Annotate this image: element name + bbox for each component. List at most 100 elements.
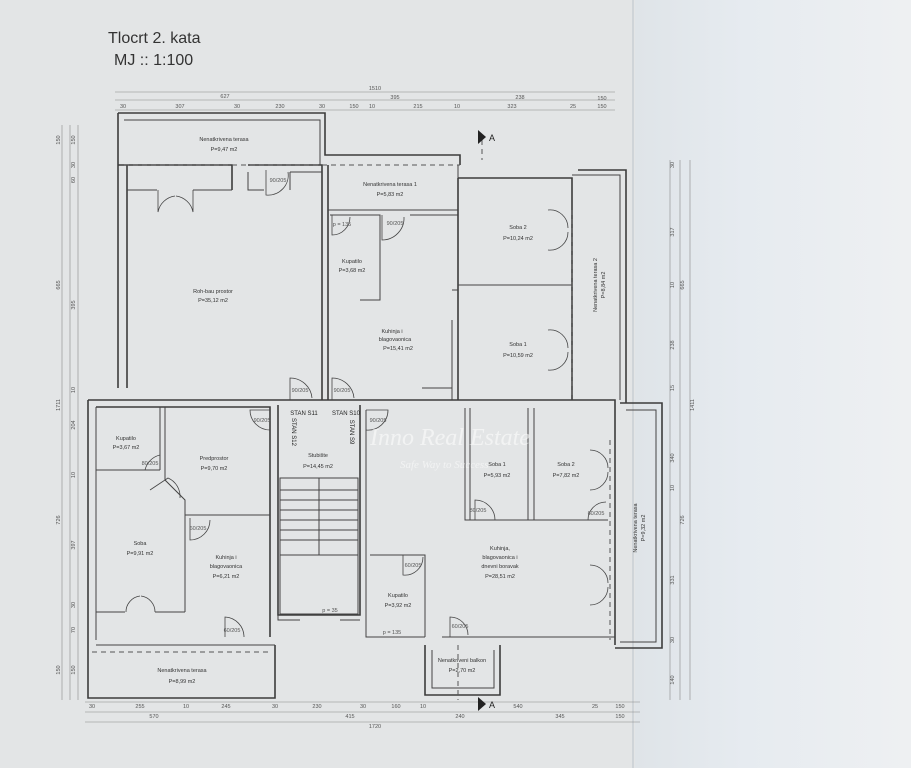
dim-label: 726 xyxy=(56,515,62,524)
room-name: Soba 1 xyxy=(488,462,505,468)
room-name: Nenatkrivena terasa 2 xyxy=(593,258,599,312)
dim-label: 230 xyxy=(312,704,321,710)
room-area: P=15,41 m2 xyxy=(383,346,413,352)
dim-label: 395 xyxy=(71,300,77,309)
door-tag: 90/205 xyxy=(387,221,404,227)
door-icon xyxy=(331,215,351,236)
room-name: Kupatilo xyxy=(116,436,136,442)
room-area: P=3,67 m2 xyxy=(113,445,140,451)
room-name: Kupatilo xyxy=(342,259,362,265)
room-name: Roh-bau prostor xyxy=(193,289,233,295)
dim-label: 726 xyxy=(680,515,686,524)
room-name: Kuhinja, xyxy=(490,546,510,552)
dim-label: 340 xyxy=(670,453,676,462)
door-icon xyxy=(224,616,245,638)
section-label: A xyxy=(489,133,495,143)
doors xyxy=(125,170,609,638)
door-tag: 90/205 xyxy=(270,178,287,184)
door-icon xyxy=(449,616,469,637)
door-tag: p = 135 xyxy=(383,630,402,636)
dim-label: 415 xyxy=(345,714,354,720)
room-name: blagovaonica i xyxy=(482,555,517,561)
double-door-icon xyxy=(589,564,609,606)
door-tag: 60/205 xyxy=(588,511,605,517)
section-label: A xyxy=(489,700,495,710)
room-area: P=5,83 m2 xyxy=(377,192,404,198)
dim-label: 317 xyxy=(670,227,676,236)
room-area: P=3,68 m2 xyxy=(339,268,366,274)
dim-label: 150 xyxy=(71,665,77,674)
plan-title: Tlocrt 2. kata MJ :: 1:100 xyxy=(108,28,200,72)
room-name: Nenatkriveni balkon xyxy=(438,658,486,664)
room-name: Stubište xyxy=(308,453,328,459)
room-area: P=7,82 m2 xyxy=(553,473,580,479)
dim-label: 150 xyxy=(597,96,606,102)
door-tag: 60/205 xyxy=(405,563,422,569)
dim-label: 150 xyxy=(615,704,624,710)
room-name: Soba 1 xyxy=(509,342,526,348)
paper-fold xyxy=(632,0,634,768)
door-icon xyxy=(474,499,496,521)
dim-label: 150 xyxy=(71,135,77,144)
room-area: P=6,21 m2 xyxy=(213,574,240,580)
door-tag: 90/205 xyxy=(292,388,309,394)
room-name: Soba 2 xyxy=(509,225,526,231)
dim-label: 30 xyxy=(272,704,278,710)
dim-label: 1720 xyxy=(369,724,381,730)
dim-label: 255 xyxy=(135,704,144,710)
dim-label: 240 xyxy=(455,714,464,720)
dimensions-top: 627 1510 395 238 150 30 307 30 230 30 15… xyxy=(120,86,607,110)
double-door-icon xyxy=(157,190,194,213)
section-marker-bottom: A xyxy=(478,697,495,711)
door-tag: 90/205 xyxy=(334,388,351,394)
dim-label: 307 xyxy=(175,104,184,110)
room-name: Predprostor xyxy=(200,456,229,462)
door-tag: p = 135 xyxy=(333,222,352,228)
dim-label: 15 xyxy=(670,385,676,391)
apartment-labels: STAN S11 STAN S10 STAN S12 STAN S9 xyxy=(290,411,361,447)
dim-label: 10 xyxy=(71,387,77,393)
room-labels-lower: Kupatilo P=3,67 m2 Predprostor P=9,70 m2… xyxy=(113,436,647,685)
dim-label: 140 xyxy=(670,675,676,684)
room-name: dnevni boravak xyxy=(481,564,519,570)
walls-lower xyxy=(87,140,663,700)
stan-label: STAN S10 xyxy=(332,411,361,417)
walls-upper xyxy=(117,112,627,403)
dim-label: 204 xyxy=(71,420,77,429)
dim-label: 10 xyxy=(183,704,189,710)
dim-label: 25 xyxy=(592,704,598,710)
room-area: P=35,12 m2 xyxy=(198,298,228,304)
door-tag: 60/205 xyxy=(190,526,207,532)
room-area: P=28,51 m2 xyxy=(485,574,515,580)
watermark-subtext: Safe Way to Success xyxy=(400,459,489,471)
door-icon xyxy=(249,409,271,431)
door-icon xyxy=(365,409,389,431)
dim-label: 10 xyxy=(71,472,77,478)
room-area: P=9,32 m2 xyxy=(641,515,647,542)
door-icon xyxy=(381,215,405,241)
double-door-icon xyxy=(589,449,609,491)
stan-label: STAN S12 xyxy=(290,418,296,447)
door-icon xyxy=(402,555,424,576)
room-name: Nenatkrivena terasa 1 xyxy=(363,182,417,188)
section-marker-top: A xyxy=(478,130,495,144)
door-tag: 90/205 xyxy=(254,418,271,424)
dim-label: 30 xyxy=(71,162,77,168)
room-area: P=9,47 m2 xyxy=(211,147,238,153)
door-icon xyxy=(149,477,181,499)
dimensions-bottom: 30 255 10 245 30 230 30 160 10 540 25 15… xyxy=(89,704,625,730)
section-arrow-icon xyxy=(478,697,486,711)
door-tag: 80/205 xyxy=(470,508,487,514)
door-icon xyxy=(289,377,313,400)
dim-label: 150 xyxy=(56,665,62,674)
dim-label: 627 xyxy=(220,94,229,100)
staircase xyxy=(279,477,359,615)
dim-label: 10 xyxy=(454,104,460,110)
stan-label: STAN S11 xyxy=(290,411,318,417)
door-tag: 60/205 xyxy=(452,624,469,630)
door-tag: 80/205 xyxy=(142,461,159,467)
dim-label: 150 xyxy=(615,714,624,720)
plan-scale: MJ :: 1:100 xyxy=(114,52,194,69)
room-name: Nenatkrivena terasa xyxy=(633,502,639,552)
